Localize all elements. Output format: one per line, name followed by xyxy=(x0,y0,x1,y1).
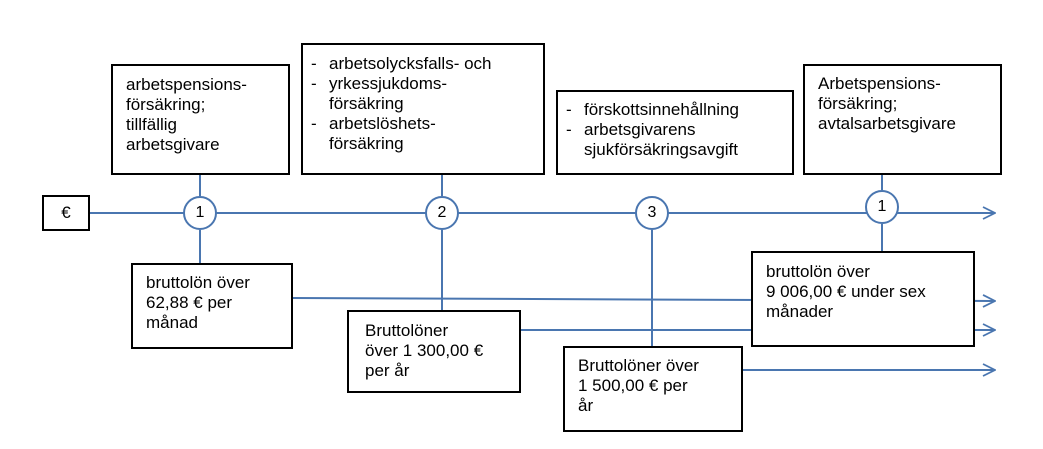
top-box-contract-employer: Arbetspensions- försäkring; avtalsarbets… xyxy=(803,64,1002,175)
text-line: försäkring; xyxy=(818,94,898,113)
text-line: 62,88 € per xyxy=(146,293,233,312)
node-1: 1 xyxy=(183,196,217,230)
text-line: försäkring xyxy=(329,94,404,113)
bullet-list: förskottsinnehållning arbetsgivarens sju… xyxy=(562,100,792,160)
bullet-list: arbetsolycksfalls- och yrkessjukdoms- fö… xyxy=(307,54,543,154)
bottom-box-monthly-threshold: bruttolön över 62,88 € per månad xyxy=(131,263,293,349)
text-line: över 1 300,00 € xyxy=(365,341,484,360)
bullet-item: förskottsinnehållning xyxy=(562,100,792,120)
text-line: per år xyxy=(365,361,410,380)
text-line: bruttolön över xyxy=(766,262,870,281)
bottom-box-1500-threshold: Bruttolöner över 1 500,00 € per år xyxy=(563,346,743,432)
bullet-item: arbetsolycksfalls- och xyxy=(307,54,543,74)
text-line: arbetspensions- xyxy=(126,75,247,94)
node-2: 2 xyxy=(425,196,459,230)
text-line: avtalsarbetsgivare xyxy=(818,114,956,133)
text-line: Bruttolöner över xyxy=(578,356,699,375)
top-box-temporary-employer: arbetspensions- försäkring; tillfällig a… xyxy=(111,64,290,175)
text-line: arbetsgivare xyxy=(126,135,220,154)
top-box-accident-unemployment: arbetsolycksfalls- och yrkessjukdoms- fö… xyxy=(301,43,545,175)
text-line: år xyxy=(578,396,594,415)
bullet-item: yrkessjukdoms- försäkring xyxy=(307,74,543,114)
bullet-item: arbetslöshets- försäkring xyxy=(307,114,543,154)
text-line: 9 006,00 € under sex xyxy=(766,282,926,301)
node-3: 3 xyxy=(635,196,669,230)
text-line: yrkessjukdoms- xyxy=(329,74,448,93)
text-line: försäkring xyxy=(329,134,404,153)
node-4: 1 xyxy=(865,190,899,224)
text-line: 1 500,00 € per xyxy=(578,376,688,395)
text-line: tillfällig xyxy=(126,115,178,134)
text-line: månad xyxy=(146,313,198,332)
bottom-box-six-month-threshold: bruttolön över 9 006,00 € under sex måna… xyxy=(751,251,975,347)
text-line: månader xyxy=(766,302,834,321)
bullet-item: arbetsgivarens sjukförsäkringsavgift xyxy=(562,120,792,160)
text-line: arbetslöshets- xyxy=(329,114,436,133)
top-box-withholding-health: förskottsinnehållning arbetsgivarens sju… xyxy=(556,90,794,175)
bottom-box-1300-threshold: Bruttolöner över 1 300,00 € per år xyxy=(347,310,521,393)
text-line: arbetsolycksfalls- och xyxy=(329,54,492,73)
text-line: Arbetspensions- xyxy=(818,74,941,93)
text-line: arbetsgivarens xyxy=(584,120,696,139)
text-line: försäkring; xyxy=(126,95,206,114)
text-line: förskottsinnehållning xyxy=(584,100,739,119)
text-line: Bruttolöner xyxy=(365,321,449,340)
euro-start-box: € xyxy=(42,195,90,231)
text-line: bruttolön över xyxy=(146,273,250,292)
text-line: sjukförsäkringsavgift xyxy=(584,140,739,159)
